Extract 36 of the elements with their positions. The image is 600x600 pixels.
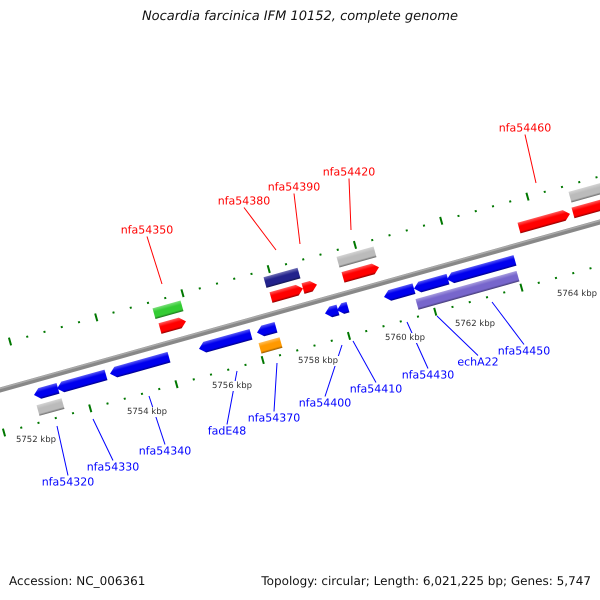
gene-label: nfa54420 [322,166,376,178]
leader-line [524,134,536,184]
gene-label: nfa54330 [86,460,140,474]
scale-label: 5760 kbp [384,333,426,343]
scale-label: 5762 kbp [454,319,496,329]
leader-line [436,316,478,356]
gene-label: nfa54370 [248,412,300,424]
leader-line [274,362,278,412]
gene-label: nfa54380 [218,194,270,208]
scale-label: 5756 kbp [210,381,254,391]
leader-line [244,207,276,250]
gene-label: nfa54350 [120,224,174,236]
gene-label: nfa54430 [402,368,454,382]
scale-label: 5754 kbp [126,407,168,417]
leader-line [294,193,300,244]
leader-line [92,418,114,461]
gene-label: fadE48 [208,424,246,438]
scale-label: 5764 kbp [556,289,598,299]
footer-text: Topology: circular; Length: 6,021,225 bp; Genes: 5,747 [261,574,591,588]
scale-label: 5752 kbp [14,435,58,445]
footer-text: Accession: NC_006361 [9,574,146,588]
gene-label: nfa54320 [42,476,94,488]
gene-label: nfa54460 [498,122,552,134]
scale-label: 5758 kbp [296,356,340,366]
title: Nocardia farcinica IFM 10152, complete genome [140,9,460,24]
gene-label: nfa54340 [138,444,192,458]
leader-line [146,236,162,284]
gene-label: nfa54400 [298,396,352,410]
gene-label: nfa54410 [350,382,402,396]
gene-label: nfa54450 [498,344,550,358]
leader-line [352,340,376,383]
gene-label: echA22 [457,356,499,368]
gene-label: nfa54390 [268,180,320,194]
leader-line [56,426,68,476]
leader-line [348,178,352,230]
leader-line [492,302,524,345]
